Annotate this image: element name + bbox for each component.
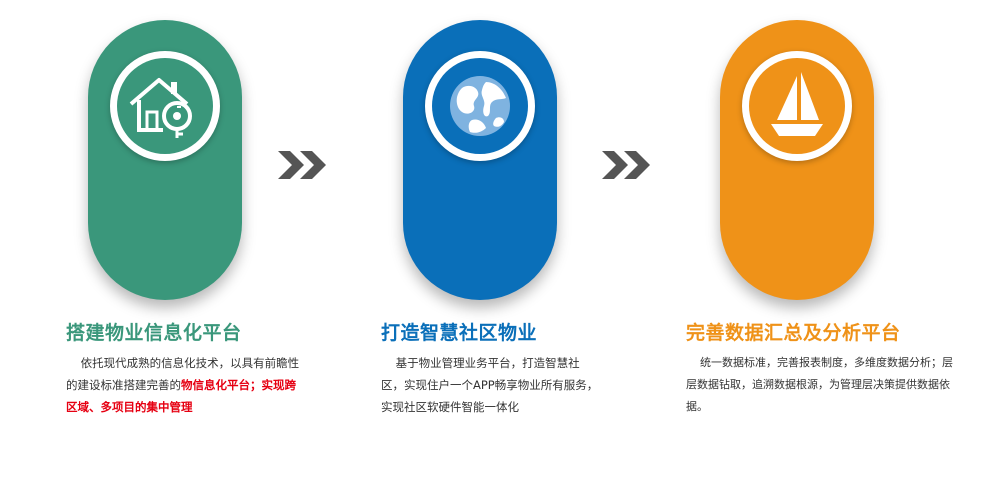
card-pill	[403, 20, 557, 300]
card-description-lead: 依托现代成熟的信息化技术，以具有前瞻性的建设标准搭建完善的	[66, 356, 300, 392]
card-data-analysis: 完善数据汇总及分析平台 统一数据标准，完善报表制度，多维度数据分析；层层数据钻取…	[686, 0, 953, 486]
card-description-highlight: 物信息化平台；实现跨区域、多项目的集中管理	[66, 378, 296, 414]
globe-icon	[450, 76, 510, 136]
card-title: 搭建物业信息化平台	[66, 322, 242, 344]
card-description: 基于物业管理业务平台，打造智慧社区，实现住户一个APP畅享物业所有服务，实现社区…	[381, 352, 599, 418]
card-description: 统一数据标准，完善报表制度，多维度数据分析；层层数据钻取，追溯数据根源，为管理层…	[686, 352, 956, 418]
icon-badge	[742, 51, 852, 161]
card-title: 打造智慧社区物业	[381, 322, 538, 344]
card-title: 完善数据汇总及分析平台	[686, 322, 901, 344]
card-pill	[720, 20, 874, 300]
card-description-lead: 统一数据标准，完善报表制度，多维度数据分析；层层数据钻取，追溯数据根源，为管理层…	[686, 356, 953, 413]
flow-arrow	[276, 147, 336, 183]
sailboat-icon	[771, 72, 823, 136]
card-info-platform: 搭建物业信息化平台 依托现代成熟的信息化技术，以具有前瞻性的建设标准搭建完善的物…	[66, 0, 326, 486]
card-description-lead: 基于物业管理业务平台，打造智慧社区，实现住户一个APP畅享物业所有服务，实现社区…	[381, 356, 599, 414]
flow-arrow	[600, 147, 660, 183]
card-description: 依托现代成熟的信息化技术，以具有前瞻性的建设标准搭建完善的物信息化平台；实现跨区…	[66, 352, 306, 418]
card-smart-community: 打造智慧社区物业 基于物业管理业务平台，打造智慧社区，实现住户一个APP畅享物业…	[381, 0, 641, 486]
icon-badge	[110, 51, 220, 161]
card-pill	[88, 20, 242, 300]
icon-badge	[425, 51, 535, 161]
double-chevron-right-icon	[278, 151, 326, 179]
house-key-icon	[129, 78, 192, 138]
double-chevron-right-icon	[602, 151, 650, 179]
